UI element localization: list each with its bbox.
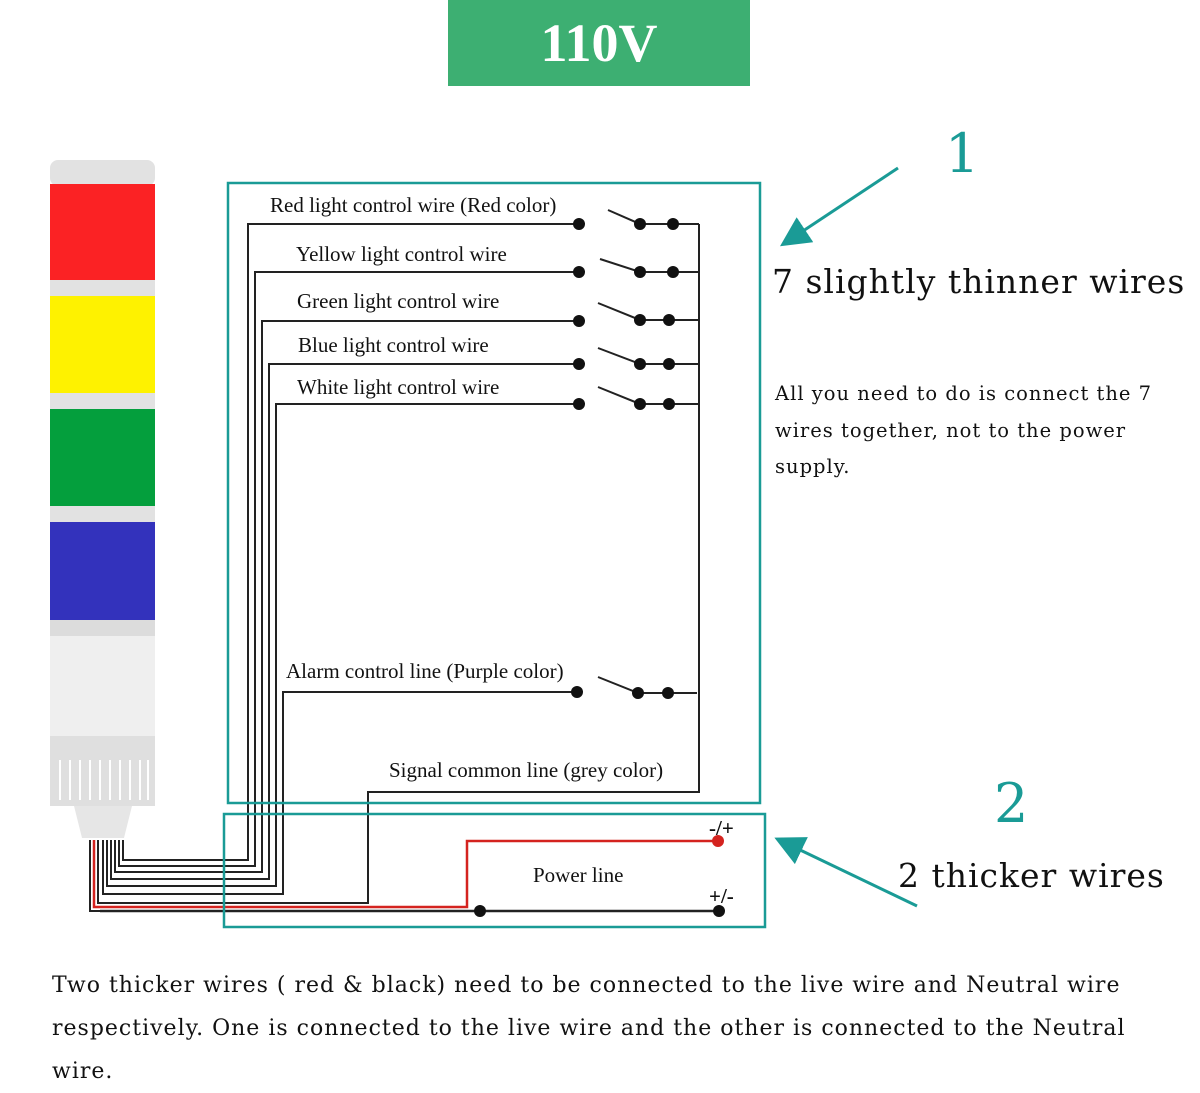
- wire-label-green: Green light control wire: [297, 289, 499, 313]
- terminal-top-label: -/+: [709, 816, 734, 840]
- lamp-red: [50, 184, 155, 280]
- voltage-title: 110V: [448, 0, 750, 86]
- callout-1-note: All you need to do is connect the 7 wire…: [775, 382, 1153, 478]
- lamp-yellow: [50, 296, 155, 393]
- switch-bank: [597, 209, 700, 792]
- callout-2-heading: 2 thicker wires: [898, 856, 1165, 895]
- callout-1-number: 1: [945, 122, 979, 185]
- power-wire-red: [92, 839, 718, 909]
- power-line-label: Power line: [533, 863, 623, 887]
- switch-contacts: [474, 218, 725, 917]
- callout-2-arrow: [774, 837, 918, 908]
- wire-label-red: Red light control wire (Red color): [270, 193, 556, 217]
- lamp-green: [50, 409, 155, 506]
- signal-tower: [50, 160, 155, 838]
- tower-connector: [74, 806, 132, 838]
- cable-bundle: [89, 223, 719, 913]
- lamp-separator: [50, 620, 155, 636]
- footer-instructions: Two thicker wires ( red & black) need to…: [52, 973, 1126, 1084]
- callout-2-number: 2: [994, 772, 1028, 835]
- wire-label-common: Signal common line (grey color): [389, 758, 663, 782]
- wire-label-yellow: Yellow light control wire: [296, 242, 507, 266]
- terminal-bottom-label: +/-: [709, 884, 734, 908]
- terminal-top-dot: [712, 835, 724, 847]
- control-wires-box: [226, 181, 762, 805]
- wire-label-white: White light control wire: [297, 375, 499, 399]
- lamp-separator: [50, 280, 155, 296]
- power-wires-box: [222, 812, 767, 929]
- callout-1-heading: 7 slightly thinner wires: [772, 262, 1185, 301]
- lamp-separator: [50, 506, 155, 522]
- tower-base: [50, 736, 155, 806]
- wire-label-alarm: Alarm control line (Purple color): [286, 659, 564, 683]
- tower-cap: [50, 160, 155, 186]
- lamp-white: [50, 636, 155, 736]
- terminal-bottom-dot: [713, 905, 725, 917]
- power-node-black: [474, 905, 486, 917]
- callout-1-arrow: [779, 166, 899, 247]
- wire-label-blue: Blue light control wire: [298, 333, 489, 357]
- lamp-blue: [50, 522, 155, 620]
- lamp-separator: [50, 393, 155, 409]
